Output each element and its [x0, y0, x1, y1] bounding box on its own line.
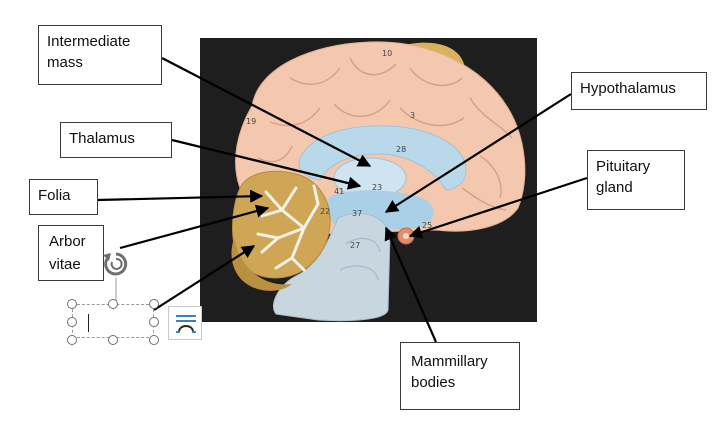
label-mammillary-bodies-line2: bodies	[411, 374, 456, 391]
model-number-41: 41	[334, 187, 344, 196]
label-pituitary-gland-line2: gland	[596, 179, 633, 196]
label-intermediate-mass-line2: mass	[47, 54, 83, 71]
model-number-3: 3	[410, 111, 415, 120]
model-number-27: 27	[350, 241, 360, 250]
label-thalamus: Thalamus	[60, 122, 172, 158]
resize-handle-top-middle[interactable]	[108, 299, 118, 309]
resize-handle-bottom-right[interactable]	[149, 335, 159, 345]
label-folia-line1: Folia	[38, 187, 71, 204]
label-mammillary-bodies-line1: Mammillary	[411, 353, 488, 370]
brainstem	[273, 212, 391, 322]
label-thalamus-line1: Thalamus	[69, 130, 135, 147]
label-pituitary-gland: Pituitary gland	[587, 150, 685, 210]
model-number-22: 22	[320, 207, 330, 216]
label-mammillary-bodies: Mammillary bodies	[400, 342, 520, 410]
layout-options-button[interactable]	[168, 306, 202, 340]
model-number-19: 19	[246, 117, 256, 126]
label-arbor-vitae-line2: vitae	[49, 256, 81, 273]
model-number-10: 10	[382, 49, 392, 58]
layout-options-icon	[176, 315, 196, 333]
model-number-23: 23	[372, 183, 382, 192]
label-intermediate-mass-line1: Intermediate	[47, 33, 131, 50]
resize-handle-middle-right[interactable]	[149, 317, 159, 327]
resize-handle-middle-left[interactable]	[67, 317, 77, 327]
model-number-25: 25	[422, 221, 432, 230]
label-folia: Folia	[29, 179, 98, 215]
label-arbor-vitae-line1: Arbor	[49, 233, 86, 250]
resize-handle-top-left[interactable]	[67, 299, 77, 309]
label-pituitary-gland-line1: Pituitary	[596, 158, 651, 175]
label-hypothalamus-line1: Hypothalamus	[580, 80, 676, 97]
brain-illustration: 10 19 3 28 23 41 37 27 22 25	[231, 41, 526, 322]
selected-text-box[interactable]	[67, 299, 159, 345]
label-intermediate-mass: Intermediate mass	[38, 25, 162, 85]
label-hypothalamus: Hypothalamus	[571, 72, 707, 110]
resize-handle-bottom-left[interactable]	[67, 335, 77, 345]
text-cursor	[88, 314, 89, 332]
model-number-37: 37	[352, 209, 362, 218]
rotate-handle-icon[interactable]	[101, 249, 131, 279]
label-arbor-vitae: Arbor vitae	[38, 225, 104, 281]
model-number-28: 28	[396, 145, 406, 154]
resize-handle-bottom-middle[interactable]	[108, 335, 118, 345]
brain-model-photo: 10 19 3 28 23 41 37 27 22 25	[200, 38, 537, 322]
text-box-frame	[72, 304, 154, 338]
arbor-vitae-branches	[256, 184, 320, 272]
resize-handle-top-right[interactable]	[149, 299, 159, 309]
